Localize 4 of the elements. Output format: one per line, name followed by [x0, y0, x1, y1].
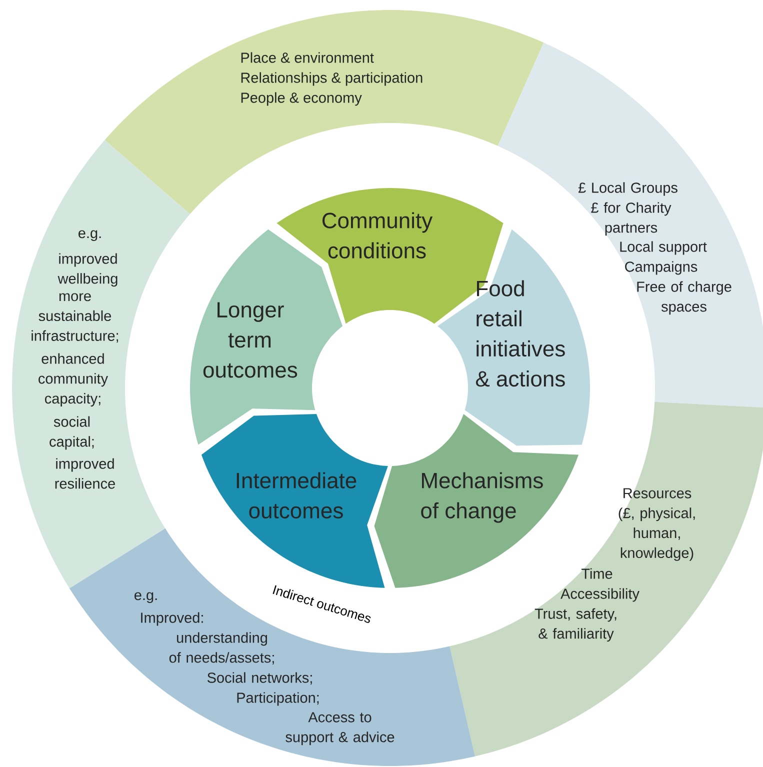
arrow-segment: Food retail initiatives & actions	[437, 229, 590, 446]
ring-label: Indirect outcomes	[272, 585, 371, 623]
arrow-segment: Mechanisms of change	[374, 414, 579, 588]
ring-segment: e.g. improved wellbeing more sustainable infrastructure; enhanced community capacity; social capital; improved resilience	[12, 140, 190, 588]
